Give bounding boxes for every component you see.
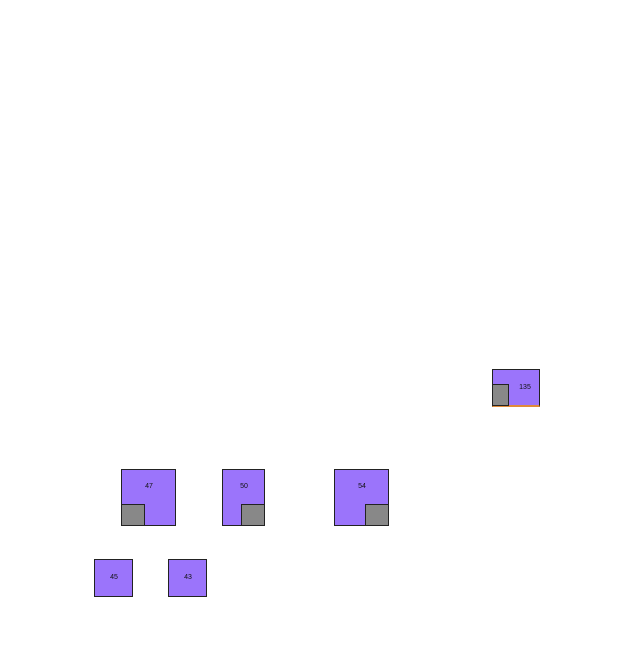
block-50-label: 50	[240, 483, 248, 490]
block-43-label: 43	[184, 574, 192, 581]
block-45: 45	[94, 559, 133, 597]
block-54-label: 54	[358, 483, 366, 490]
block-54-notch	[365, 504, 389, 526]
block-47-label: 47	[145, 483, 153, 490]
block-50: 50	[222, 469, 265, 526]
block-45-label: 45	[110, 574, 118, 581]
block-50-notch	[241, 504, 265, 526]
block-135-notch	[492, 384, 509, 406]
block-135: 135	[492, 369, 540, 407]
block-47-notch	[121, 504, 145, 526]
block-54: 54	[334, 469, 389, 526]
block-43: 43	[168, 559, 207, 597]
block-135-label: 135	[519, 384, 531, 391]
block-47: 47	[121, 469, 176, 526]
